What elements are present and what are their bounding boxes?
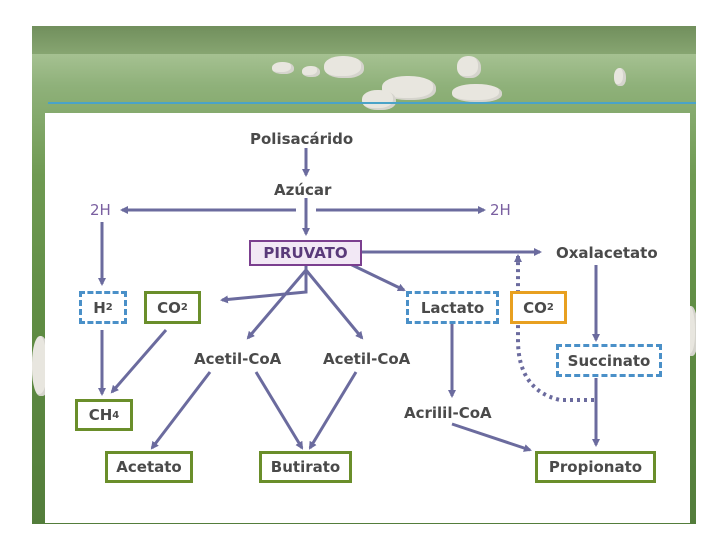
treeline — [32, 26, 696, 54]
ch4-sub: 4 — [112, 409, 120, 421]
node-acetil-coa-1: Acetil-CoA — [194, 350, 282, 368]
arrow-piruvato-acetilcoa2 — [304, 269, 364, 340]
arrow-co2-ch4 — [110, 329, 168, 394]
node-butirato: Butirato — [259, 451, 352, 483]
divider-line — [48, 102, 696, 104]
cow — [452, 84, 502, 102]
h2-sub: 2 — [105, 302, 113, 313]
dotted-arrow-succinato-co2 — [514, 254, 594, 402]
node-polisacarido: Polisacárido — [250, 130, 354, 148]
arrow-piruvato-lactato — [349, 262, 406, 292]
arrow-piruvato-co2 — [220, 264, 308, 304]
node-2h-right: 2H — [490, 201, 511, 219]
node-2h-left: 2H — [90, 201, 111, 219]
arrow-piruvato-acetilcoa1 — [246, 269, 308, 340]
arrow-acetilcoa1-butirato — [254, 371, 304, 450]
cow — [457, 56, 481, 78]
ch4-main: CH — [88, 406, 113, 424]
node-lactato: Lactato — [406, 291, 499, 324]
node-succinato: Succinato — [556, 344, 662, 377]
co2-right-sub: 2 — [546, 302, 554, 313]
node-acetil-coa-2: Acetil-CoA — [323, 350, 411, 368]
node-acrilil-coa: Acrilil-CoA — [404, 404, 492, 422]
cow — [362, 90, 396, 110]
co2-left-sub: 2 — [180, 302, 188, 313]
node-piruvato: PIRUVATO — [249, 240, 362, 266]
cow — [272, 62, 294, 74]
node-azucar: Azúcar — [274, 181, 332, 199]
cow — [302, 66, 320, 77]
arrow-acrililcoa-propionato — [451, 422, 532, 452]
cow — [324, 56, 364, 78]
arrow-acetilcoa2-butirato — [308, 371, 358, 450]
cow — [614, 68, 626, 86]
h2-main: H — [93, 298, 106, 317]
co2-left-main: CO — [157, 298, 181, 317]
co2-right-main: CO — [523, 298, 547, 317]
node-propionato: Propionato — [535, 451, 656, 483]
arrow-acetilcoa1-acetato — [150, 371, 212, 450]
node-acetato: Acetato — [105, 451, 193, 483]
node-oxalacetato: Oxalacetato — [556, 244, 658, 262]
